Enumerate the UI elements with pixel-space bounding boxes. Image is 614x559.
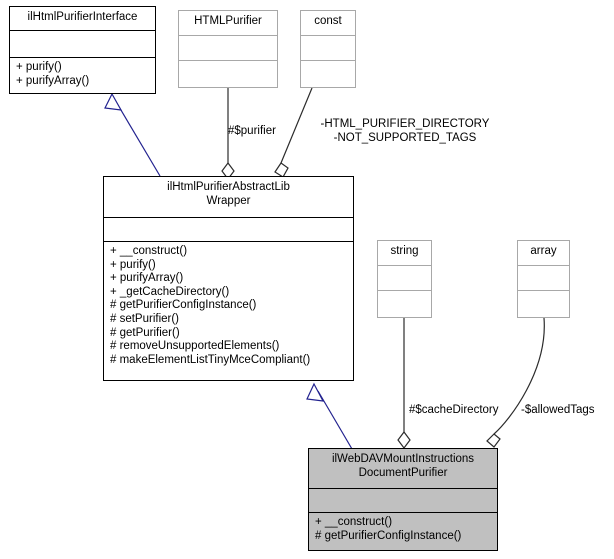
edge-label-const-constants: -HTML_PURIFIER_DIRECTORY -NOT_SUPPORTED_… [320,118,490,144]
class-title-string: string [378,241,431,265]
operation-item: # getPurifierConfigInstance() [110,299,257,312]
class-attributes-array [518,265,569,290]
operation-item: + purifyArray() [16,74,90,87]
class-title-ilwebdavmountinstructionsdocumentpurifier: ilWebDAVMountInstructions DocumentPurifi… [309,449,497,488]
class-node-ilhtmlpurifierinterface[interactable]: ilHtmlPurifierInterface + purify() + pur… [9,6,156,94]
class-operations-const [301,60,355,87]
class-attributes-string [378,265,431,290]
operation-item: # setPurifier() [110,312,180,325]
operation-item: # removeUnsupportedElements() [110,340,280,353]
class-operations-ilhtmlpurifierabstractlibwrapper: + __construct() + purify() + purifyArray… [104,241,353,380]
operation-item: + purify() [110,258,156,271]
class-attributes-ilwebdavmountinstructionsdocumentpurifier [309,488,497,512]
class-title-ilhtmlpurifierabstractlibwrapper: ilHtmlPurifierAbstractLib Wrapper [104,177,353,217]
class-title-array: array [518,241,569,265]
class-attributes-const [301,35,355,60]
operation-item: + __construct() [110,245,188,257]
operation-item: + purifyArray() [110,272,184,285]
class-operations-ilwebdavmountinstructionsdocumentpurifier: + __construct() # getPurifierConfigInsta… [309,512,497,550]
class-title-const: const [301,11,355,35]
operation-item: + _getCacheDirectory() [110,285,230,298]
operation-item: # getPurifierConfigInstance() [315,529,462,542]
class-attributes-ilhtmlpurifierinterface [10,30,155,57]
edge-aggregation-array [486,317,545,448]
edge-inherit-focus-to-abstract [306,382,353,450]
class-operations-string [378,290,431,317]
class-operations-htmlpurifier [179,60,277,87]
class-title-ilhtmlpurifierinterface: ilHtmlPurifierInterface [10,7,155,30]
edge-label-purifier: #$purifier [228,125,276,137]
class-node-htmlpurifier[interactable]: HTMLPurifier [178,10,278,88]
edge-aggregation-string [397,318,411,449]
operation-item: + __construct() [315,516,393,528]
class-node-ilhtmlpurifierabstractlibwrapper[interactable]: ilHtmlPurifierAbstractLib Wrapper + __co… [103,176,354,381]
class-node-array[interactable]: array [517,240,570,318]
class-operations-ilhtmlpurifierinterface: + purify() + purifyArray() [10,57,155,93]
operation-item: + purify() [16,61,62,73]
class-attributes-htmlpurifier [179,35,277,60]
edge-label-cachedirectory: #$cacheDirectory [409,404,499,416]
edge-label-allowedtags: -$allowedTags [521,404,595,416]
class-node-ilwebdavmountinstructionsdocumentpurifier[interactable]: ilWebDAVMountInstructions DocumentPurifi… [308,448,498,551]
operation-item: # makeElementListTinyMceCompliant() [110,353,311,366]
class-operations-array [518,290,569,317]
class-title-htmlpurifier: HTMLPurifier [179,11,277,35]
class-attributes-ilhtmlpurifierabstractlibwrapper [104,217,353,241]
class-node-string[interactable]: string [377,240,432,318]
operation-item: # getPurifier() [110,326,180,339]
edge-inherit-abstract-to-interface [104,92,161,177]
class-node-const[interactable]: const [300,10,356,88]
